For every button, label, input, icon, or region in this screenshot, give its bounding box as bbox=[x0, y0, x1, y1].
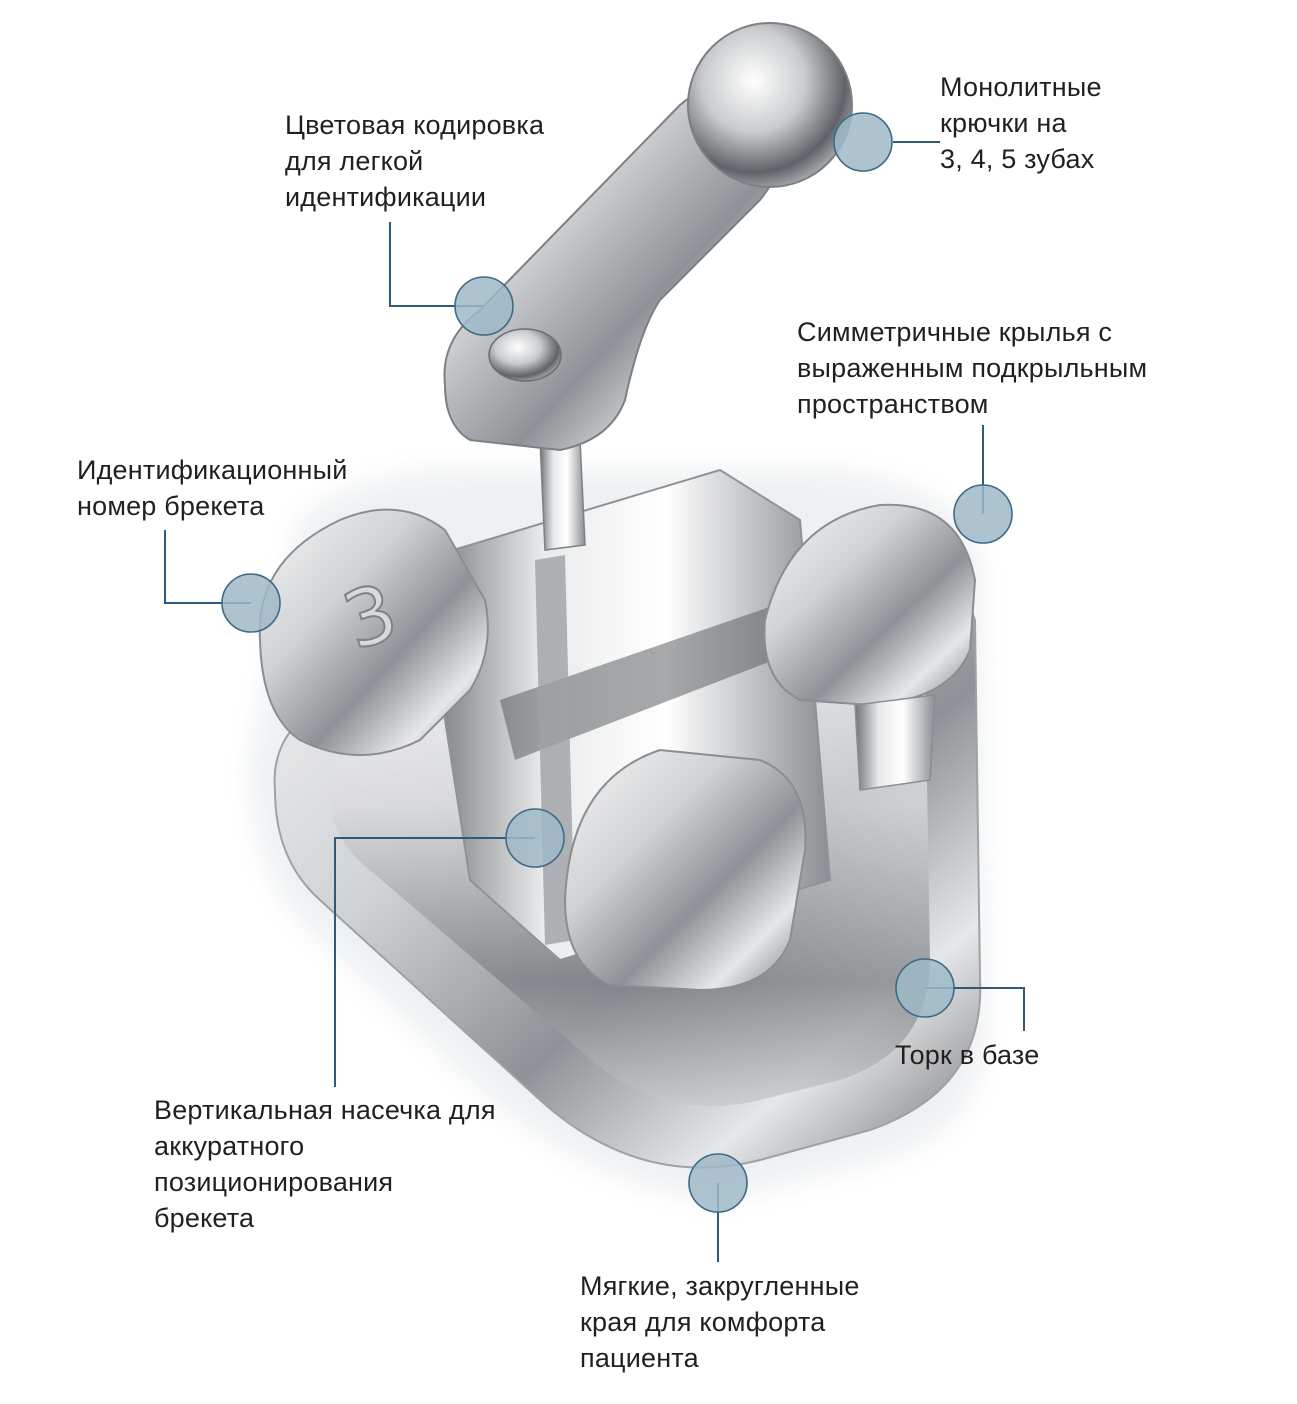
callout-edges-line-3: пациента bbox=[580, 1343, 699, 1373]
callout-notch: Вертикальная насечка для аккуратного поз… bbox=[154, 1092, 496, 1236]
callout-hooks-line-1: Монолитные bbox=[940, 72, 1102, 102]
callout-edges-line-1: Мягкие, закругленные bbox=[580, 1271, 860, 1301]
callout-torque-line-1: Торк в базе bbox=[895, 1040, 1040, 1070]
callout-notch-line-4: брекета bbox=[154, 1203, 255, 1233]
marker-wings bbox=[953, 484, 1013, 544]
marker-color-coding bbox=[454, 276, 514, 336]
marker-torque bbox=[895, 958, 955, 1018]
wing-right-top-post bbox=[854, 694, 936, 791]
callout-edges: Мягкие, закругленные края для комфорта п… bbox=[580, 1268, 860, 1376]
callout-id-number-line-1: Идентификационный bbox=[77, 455, 348, 485]
wing-left-top bbox=[258, 508, 489, 756]
leader-torque bbox=[925, 987, 1025, 1031]
callout-color-coding-line-1: Цветовая кодировка bbox=[285, 110, 545, 140]
callout-wings-line-3: пространством bbox=[797, 389, 989, 419]
callout-wings-line-2: выраженным подкрыльным bbox=[797, 353, 1148, 383]
callout-id-number-line-2: номер брекета bbox=[77, 491, 265, 521]
callout-wings-line-1: Симметричные крылья с bbox=[797, 317, 1113, 347]
hook-post bbox=[539, 439, 586, 551]
hook-ball bbox=[687, 22, 853, 188]
callout-hooks-line-2: крючки на bbox=[940, 108, 1067, 138]
callout-color-coding: Цветовая кодировка для легкой идентифика… bbox=[285, 107, 544, 215]
bracket-image: 3 bbox=[250, 22, 985, 1200]
callout-hooks-line-3: 3, 4, 5 зубах bbox=[940, 144, 1095, 174]
marker-edges bbox=[688, 1153, 748, 1213]
callout-id-number: Идентификационный номер брекета bbox=[77, 452, 348, 524]
callout-notch-line-2: аккуратного bbox=[154, 1131, 305, 1161]
callout-edges-line-2: края для комфорта bbox=[580, 1307, 826, 1337]
marker-id-number bbox=[221, 573, 281, 633]
callout-wings: Симметричные крылья с выраженным подкрыл… bbox=[797, 314, 1147, 422]
wing-left-bottom bbox=[563, 748, 807, 992]
callout-hooks: Монолитные крючки на 3, 4, 5 зубах bbox=[940, 69, 1102, 177]
slot-groove bbox=[500, 600, 800, 760]
callout-notch-line-1: Вертикальная насечка для bbox=[154, 1095, 496, 1125]
callout-notch-line-3: позиционирования bbox=[154, 1167, 394, 1197]
callout-color-coding-line-2: для легкой bbox=[285, 146, 424, 176]
marker-hooks bbox=[833, 112, 893, 172]
wing-right-top bbox=[763, 503, 977, 707]
leader-color-coding bbox=[389, 222, 484, 307]
callout-color-coding-line-3: идентификации bbox=[285, 182, 487, 212]
color-coding-dot bbox=[488, 328, 562, 382]
leader-notch bbox=[334, 837, 535, 1087]
callout-torque: Торк в базе bbox=[895, 1037, 1039, 1073]
callout-markers bbox=[221, 112, 1013, 1213]
marker-notch bbox=[505, 808, 565, 868]
